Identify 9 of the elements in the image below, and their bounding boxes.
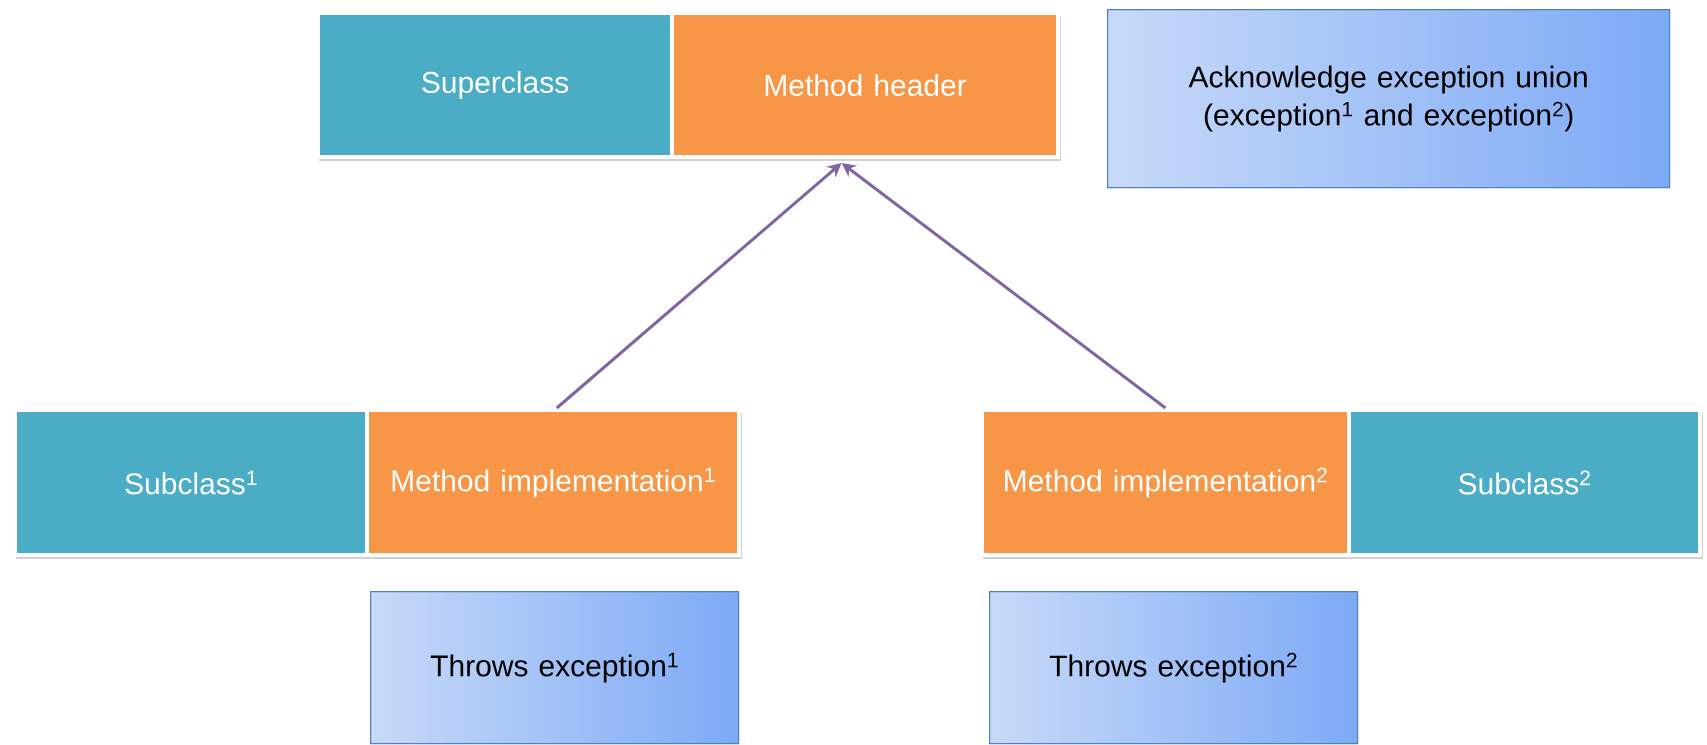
exception-box: Acknowledge exception union (exception$^{1}$ and exception$^{2}$) — [1107, 9, 1671, 189]
class-box: Subclass$^{1}$ — [13, 408, 370, 559]
class-box: Subclass$^{2}$ — [1347, 408, 1703, 559]
class-box: Superclass — [316, 11, 675, 161]
exception-box: Throws exception$^{2}$ — [989, 591, 1359, 745]
method-box: Method header — [670, 11, 1061, 161]
exception-box: Throws exception$^{1}$ — [370, 591, 740, 745]
method-box: Method implementation$^{2}$ — [980, 408, 1352, 559]
method-box: Method implementation$^{1}$ — [365, 408, 742, 559]
